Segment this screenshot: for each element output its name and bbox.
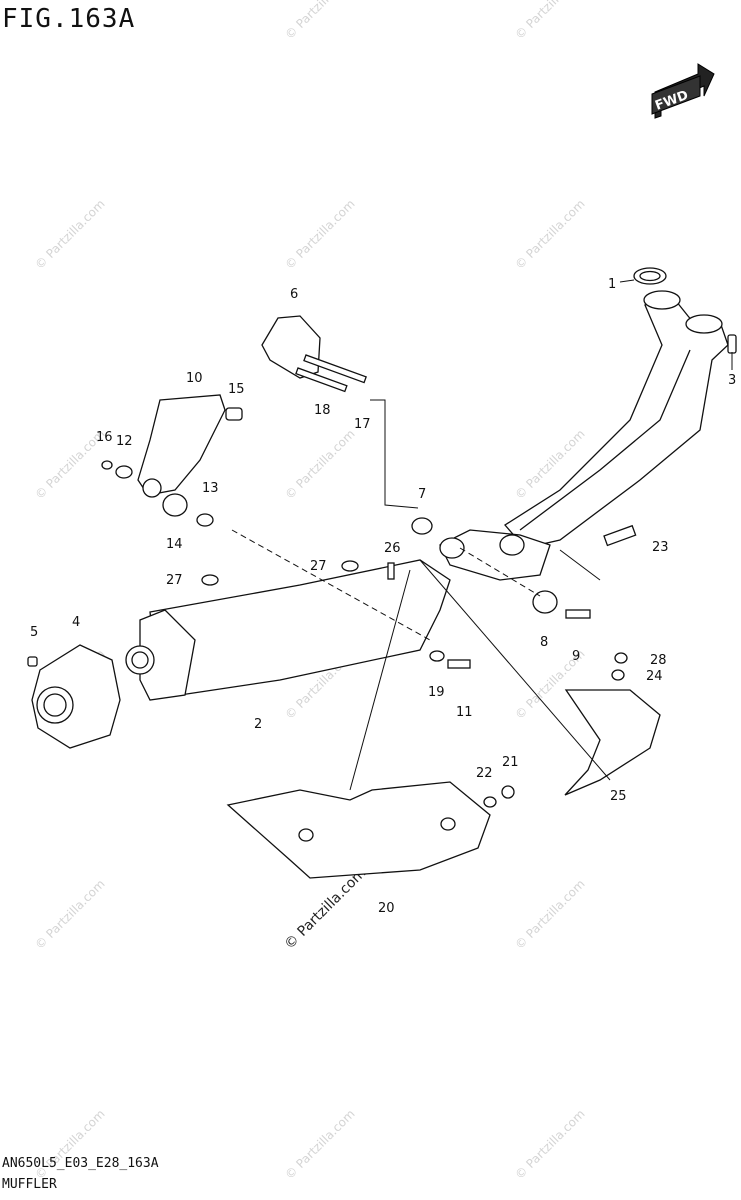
- heat-shield-shape: [226, 781, 491, 879]
- part-label-25: 25: [610, 789, 627, 804]
- bracket-10-shape: [137, 394, 226, 496]
- part-label-11: 11: [456, 705, 473, 720]
- watermark: © Partzilla.com: [512, 877, 587, 952]
- part-label-2: 2: [254, 717, 262, 732]
- watermark: © Partzilla.com: [282, 1107, 357, 1182]
- muffler-body-shape: [149, 559, 451, 699]
- part-label-7: 7: [418, 487, 426, 502]
- part-label-23: 23: [652, 540, 669, 555]
- watermark: © Partzilla.com: [512, 0, 587, 42]
- part-label-22: 22: [476, 766, 493, 781]
- part-label-17: 17: [354, 417, 371, 432]
- cover-25-shape: [564, 689, 661, 796]
- watermark: © Partzilla.com: [282, 427, 357, 502]
- part-label-16: 16: [96, 430, 113, 445]
- part-label-15: 15: [228, 382, 245, 397]
- part-label-26: 26: [384, 541, 401, 556]
- part-label-28: 28: [650, 653, 667, 668]
- part-label-8: 8: [540, 635, 548, 650]
- part-label-20: 20: [378, 901, 395, 916]
- watermark-dark: © Partzilla.com: [282, 865, 370, 953]
- part-label-4: 4: [72, 615, 80, 630]
- watermark: © Partzilla.com: [32, 877, 107, 952]
- part-label-27: 27: [310, 559, 327, 574]
- part-labels: 1 2 3 4 5 6 7 8 9 10 11 12 13 14 15 16 1…: [30, 277, 736, 916]
- part-label-27: 27: [166, 573, 183, 588]
- part-label-24: 24: [646, 669, 663, 684]
- part-label-10: 10: [186, 371, 203, 386]
- part-label-9: 9: [572, 649, 580, 664]
- part-label-19: 19: [428, 685, 445, 700]
- exhaust-pipe-shape: [504, 295, 729, 549]
- part-label-6: 6: [290, 287, 298, 302]
- fwd-arrow-icon: FWD: [651, 63, 715, 119]
- part-label-12: 12: [116, 434, 133, 449]
- figure-title: FIG.163A: [2, 4, 136, 34]
- part-label-18: 18: [314, 403, 331, 418]
- watermark: © Partzilla.com: [512, 197, 587, 272]
- watermark: © Partzilla.com: [282, 0, 357, 42]
- part-label-21: 21: [502, 755, 519, 770]
- watermark: © Partzilla.com: [512, 1107, 587, 1182]
- part-label-1: 1: [608, 277, 616, 292]
- part-label-3: 3: [728, 373, 736, 388]
- bracket-shape: [261, 315, 321, 379]
- figure-code: AN650L5_E03_E28_163A: [2, 1156, 159, 1171]
- part-label-14: 14: [166, 537, 183, 552]
- part-label-5: 5: [30, 625, 38, 640]
- part-label-13: 13: [202, 481, 219, 496]
- watermark: © Partzilla.com: [32, 197, 107, 272]
- figure-name: MUFFLER: [2, 1177, 57, 1192]
- watermark: © Partzilla.com: [282, 197, 357, 272]
